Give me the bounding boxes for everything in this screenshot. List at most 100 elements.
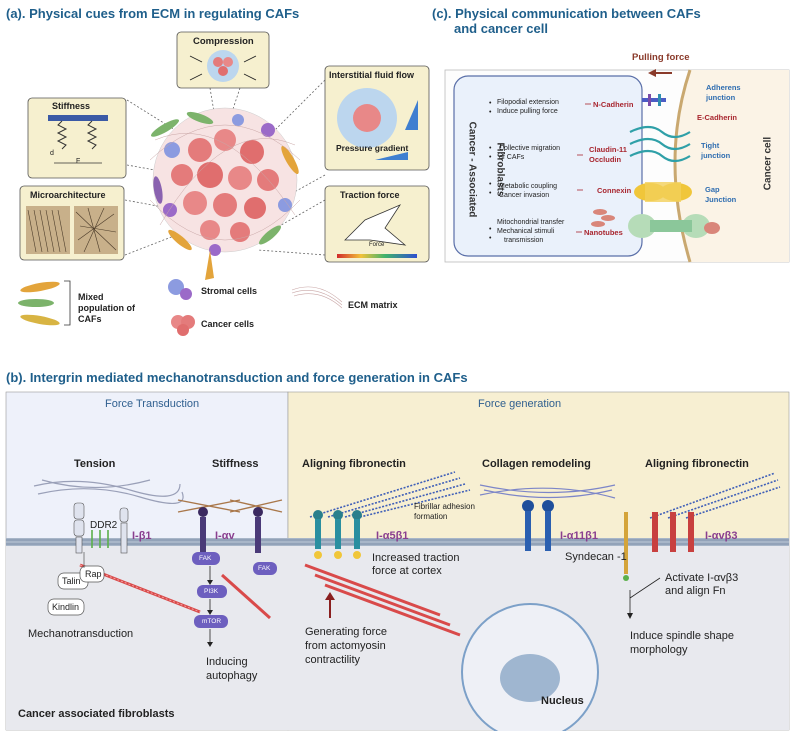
adherens-junction bbox=[642, 94, 666, 106]
integrin-a11b1 bbox=[522, 500, 554, 551]
traction-force-label: Traction force bbox=[340, 190, 400, 200]
integrin-a5b1 bbox=[313, 510, 362, 559]
panel-a-illustration bbox=[18, 31, 430, 336]
activate-label-1: Activate I-αvβ3 bbox=[665, 572, 739, 584]
c-row1-partner: E-Cadherin bbox=[697, 113, 738, 122]
aligned-fibers bbox=[27, 209, 67, 253]
c-row4-desc-1: Mitochondrial transfer bbox=[497, 219, 565, 226]
increased-label-2: force at cortex bbox=[372, 565, 442, 577]
c-row3-desc-1: Metabolic coupling bbox=[499, 183, 557, 190]
nucleus bbox=[461, 603, 599, 731]
random-fibers bbox=[75, 207, 117, 253]
c-row3-desc-2: Cancer invasion bbox=[499, 192, 550, 199]
gradient-triangle-icon bbox=[405, 100, 418, 130]
ib1-label: I-β1 bbox=[132, 530, 152, 542]
c-row3-junction-2: Junction bbox=[705, 195, 737, 204]
inducing-label-1: Inducing bbox=[206, 656, 248, 668]
legend-mixed-1: Mixed bbox=[78, 292, 104, 302]
c-row4-molecule: Nanotubes bbox=[584, 228, 623, 237]
fak-bubble-2 bbox=[253, 562, 277, 575]
c-row2-junction-2: junction bbox=[701, 151, 731, 160]
tension-fibers bbox=[33, 479, 184, 504]
integrin-avb3 bbox=[652, 512, 694, 552]
stiffness-d-label: d bbox=[50, 150, 54, 157]
gap-junction bbox=[634, 182, 692, 202]
c-row2-desc-1: Collective migration bbox=[499, 145, 561, 152]
legend-mixed-3: CAFs bbox=[78, 314, 102, 324]
microarchitecture-label: Microarchitecture bbox=[30, 190, 106, 200]
force-colorbar bbox=[337, 254, 417, 258]
panel-b-title: (b). Intergrin mediated mechanotransduct… bbox=[6, 370, 468, 385]
aligning-fn-heading-1: Aligning fibronectin bbox=[302, 458, 406, 470]
ecm-fibers bbox=[149, 124, 301, 241]
c-row3-molecule: Connexin bbox=[597, 186, 632, 195]
tumor-mass bbox=[151, 107, 299, 280]
caf-label-2: Fibroblasts bbox=[494, 142, 506, 197]
compression-arrows bbox=[189, 55, 257, 81]
connector-lines bbox=[124, 79, 326, 256]
aligning-fn-heading-2: Aligning fibronectin bbox=[645, 458, 749, 470]
mechano-label: Mechanotransduction bbox=[28, 628, 134, 640]
pi3k-label: PI3K bbox=[204, 588, 219, 595]
c-row4-desc-2: Mechanical stimuli bbox=[497, 228, 555, 235]
induce-label-2: morphology bbox=[630, 644, 688, 656]
collagen-fibers bbox=[479, 484, 616, 499]
increased-label-1: Increased traction bbox=[372, 552, 460, 564]
ddr2-receptor bbox=[73, 502, 129, 554]
pressure-gradient-label: Pressure gradient bbox=[336, 143, 409, 153]
c-row4-desc-3: transmission bbox=[504, 237, 544, 244]
ia5b1-label: I-α5β1 bbox=[376, 530, 409, 542]
fibrillar-label-2: formation bbox=[414, 512, 448, 521]
stiffness-label: Stiffness bbox=[52, 101, 91, 111]
syndecan-label: Syndecan -1 bbox=[565, 551, 627, 563]
caf-footer-label: Cancer associated fibroblasts bbox=[18, 708, 175, 720]
row-arrows bbox=[576, 103, 591, 233]
nanotube bbox=[591, 209, 720, 238]
legend-icons bbox=[18, 279, 343, 336]
talin-label: Talin bbox=[62, 576, 81, 586]
caf-label-1: Cancer - Associated bbox=[466, 121, 478, 218]
activate-label-2: and align Fn bbox=[665, 585, 726, 597]
legend-ecm: ECM matrix bbox=[348, 300, 398, 310]
mtor-bubble bbox=[194, 615, 228, 628]
activate-arrow-icon bbox=[629, 577, 661, 599]
panel-c-illustration bbox=[444, 69, 790, 263]
c-row1-molecule: N-Cadherin bbox=[593, 100, 634, 109]
c-row2-molecule: Claudin-11 bbox=[589, 145, 627, 154]
rap-label: Rap bbox=[85, 569, 102, 579]
tension-heading: Tension bbox=[74, 458, 116, 470]
spring-icons bbox=[56, 120, 98, 150]
syndecan-1 bbox=[623, 512, 629, 581]
kindlin-bubble bbox=[47, 598, 85, 616]
legend-stromal: Stromal cells bbox=[201, 286, 258, 296]
actin-filament-2 bbox=[220, 573, 272, 620]
inducing-label-2: autophagy bbox=[206, 670, 258, 682]
ia11b1-label: I-α11β1 bbox=[560, 530, 598, 542]
cancer-cell-label: Cancer cell bbox=[762, 136, 774, 191]
fak-bubble-1 bbox=[192, 552, 220, 565]
kindlin-label: Kindlin bbox=[52, 602, 80, 612]
force-transduction-heading: Force Transduction bbox=[105, 398, 200, 410]
tight-junction bbox=[629, 125, 691, 163]
panel-c-title-1: (c). Physical communication between CAFs bbox=[432, 6, 701, 21]
c-row1-desc-2: Induce pulling force bbox=[497, 108, 558, 115]
c-row1-desc-1: Filopodial extension bbox=[497, 99, 559, 106]
fibronectin-1 bbox=[309, 471, 471, 518]
iav-label: I-αv bbox=[215, 530, 235, 542]
collagen-heading: Collagen remodeling bbox=[482, 458, 591, 470]
integrin-av bbox=[198, 507, 263, 553]
fak-label-2: FAK bbox=[258, 565, 271, 572]
ddr2-label: DDR2 bbox=[90, 520, 118, 531]
legend-mixed-2: population of bbox=[78, 303, 135, 313]
generating-label-3: contractility bbox=[305, 654, 361, 666]
cell-membrane bbox=[6, 538, 789, 546]
iavb3-label: I-αvβ3 bbox=[705, 530, 738, 542]
generating-label-2: from actomyosin bbox=[305, 640, 386, 652]
stiffness-f-label: F bbox=[76, 158, 81, 165]
panel-b-illustration bbox=[5, 391, 790, 731]
c-row1-junction-2: junction bbox=[706, 93, 736, 102]
c-row2-desc-2: of CAFs bbox=[499, 154, 525, 161]
fibrillar-label-1: Fibrillar adhesion bbox=[414, 502, 475, 511]
force-generation-heading: Force generation bbox=[478, 398, 562, 410]
nucleus-label: Nucleus bbox=[541, 695, 584, 707]
